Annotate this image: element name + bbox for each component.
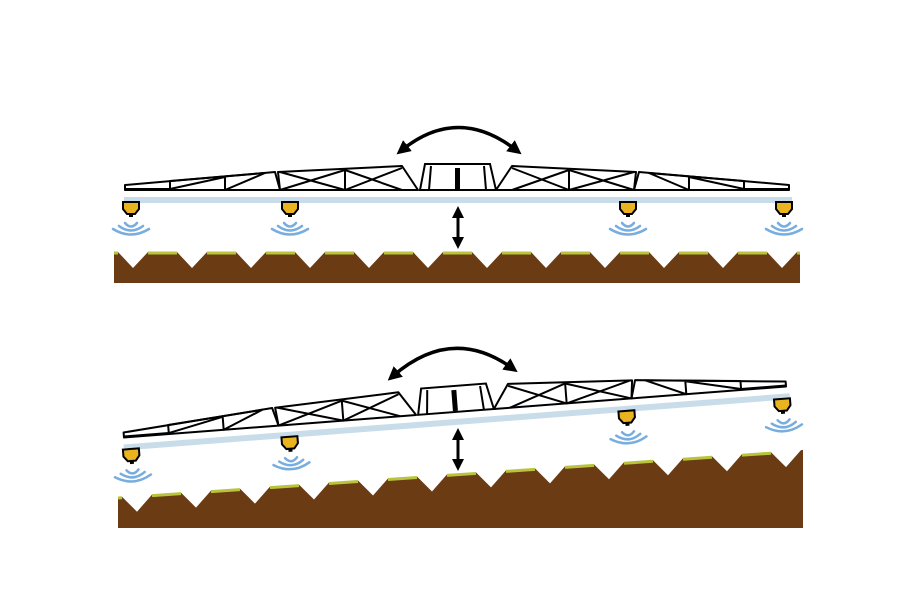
boom-inner-section bbox=[274, 391, 418, 427]
center-frame-post bbox=[426, 390, 429, 415]
nozzle-tip bbox=[625, 422, 630, 426]
spray-wave-icon bbox=[270, 227, 310, 236]
nozzle-body bbox=[619, 201, 637, 215]
center-mast bbox=[451, 389, 458, 412]
scene-level-ground bbox=[111, 125, 804, 283]
center-frame-post bbox=[428, 165, 432, 191]
center-mast bbox=[455, 168, 460, 189]
boom-inner-section bbox=[277, 165, 419, 191]
boom-outer-bracing bbox=[123, 408, 264, 438]
boom bbox=[113, 379, 804, 483]
crop-strip bbox=[151, 492, 182, 498]
spray-wave-icon bbox=[620, 430, 636, 437]
boom-inner-section bbox=[495, 165, 637, 191]
nozzle-body bbox=[772, 397, 792, 413]
scene-sloped-ground bbox=[113, 346, 804, 528]
nozzle-tip bbox=[626, 214, 630, 217]
nozzle bbox=[764, 397, 804, 433]
spray-wave-icon bbox=[111, 227, 151, 236]
nozzle bbox=[609, 409, 648, 445]
soil bbox=[118, 450, 803, 528]
nozzle-body bbox=[122, 201, 140, 215]
boom-truss-right bbox=[492, 379, 788, 411]
boom-outer-section bbox=[124, 171, 281, 191]
nozzle bbox=[272, 435, 311, 471]
crop-strip bbox=[210, 488, 241, 494]
boom-inner-bracing bbox=[511, 169, 635, 191]
nozzle-tip bbox=[782, 214, 786, 217]
boom-outer-bracing bbox=[648, 172, 789, 191]
nozzle bbox=[270, 201, 310, 236]
boom-inner-strut bbox=[340, 399, 345, 421]
nozzle-tip bbox=[288, 214, 292, 217]
spray-wave-icon bbox=[776, 418, 791, 425]
crop-strip bbox=[446, 471, 477, 477]
spray-wave-icon bbox=[278, 458, 305, 467]
spray-wave-icon bbox=[615, 432, 642, 441]
center-frame-post bbox=[483, 165, 487, 191]
boom bbox=[111, 163, 804, 236]
boom-truss-left bbox=[122, 391, 418, 439]
spray-wave-icon bbox=[272, 461, 311, 471]
boom-outer-bracing bbox=[125, 172, 266, 191]
boom-outer-section bbox=[633, 171, 790, 191]
spray-wave-icon bbox=[620, 221, 636, 228]
tilt-arrow-icon bbox=[387, 346, 518, 381]
boom-inner-bracing bbox=[279, 169, 403, 191]
spray-wave-icon bbox=[776, 221, 792, 228]
nozzle-tip bbox=[129, 214, 133, 217]
boom-pipe bbox=[124, 197, 792, 203]
boom-inner-strut bbox=[564, 382, 568, 404]
spray-wave-icon bbox=[113, 473, 153, 483]
spray-wave-icon bbox=[770, 224, 798, 232]
center-frame-post bbox=[479, 385, 485, 410]
nozzle-body bbox=[775, 201, 793, 215]
boom-truss-right bbox=[495, 165, 790, 191]
soil bbox=[114, 252, 800, 283]
boom-truss-left bbox=[124, 165, 419, 191]
boom-outer-section bbox=[630, 379, 788, 400]
spray-wave-icon bbox=[125, 468, 140, 475]
nozzle-body bbox=[121, 447, 141, 463]
boom-outer-bracing bbox=[644, 379, 787, 396]
nozzle bbox=[608, 201, 648, 236]
nozzle bbox=[113, 447, 153, 483]
nozzle-tip bbox=[780, 410, 786, 414]
spray-wave-icon bbox=[764, 227, 804, 236]
crop-strip bbox=[682, 455, 713, 461]
crop-strip bbox=[269, 484, 300, 490]
boom-inner-section bbox=[492, 379, 634, 411]
boom-outer-section bbox=[122, 407, 280, 439]
nozzle-body bbox=[617, 409, 636, 425]
nozzle bbox=[764, 201, 804, 236]
spray-wave-icon bbox=[609, 435, 648, 445]
nozzle-tip bbox=[129, 460, 135, 465]
spray-wave-icon bbox=[119, 470, 146, 479]
tilt-arrow-icon bbox=[396, 125, 522, 155]
nozzle-tip bbox=[288, 448, 293, 452]
spray-wave-icon bbox=[770, 420, 798, 429]
spray-wave-icon bbox=[123, 221, 139, 228]
crop-strip bbox=[564, 463, 595, 469]
nozzle bbox=[111, 201, 151, 236]
nozzle-body bbox=[281, 201, 299, 215]
crop-strip bbox=[741, 451, 772, 457]
spray-wave-icon bbox=[764, 423, 804, 433]
crop-strip bbox=[623, 459, 654, 465]
spray-wave-icon bbox=[283, 456, 299, 463]
spray-wave-icon bbox=[614, 224, 642, 232]
spray-wave-icon bbox=[608, 227, 648, 236]
spray-wave-icon bbox=[117, 224, 145, 232]
crop-strip bbox=[328, 480, 359, 486]
nozzle-body bbox=[280, 435, 299, 451]
crop-strip bbox=[505, 467, 536, 473]
spray-wave-icon bbox=[276, 224, 304, 232]
crop-strip bbox=[387, 475, 418, 481]
spray-wave-icon bbox=[282, 221, 298, 228]
